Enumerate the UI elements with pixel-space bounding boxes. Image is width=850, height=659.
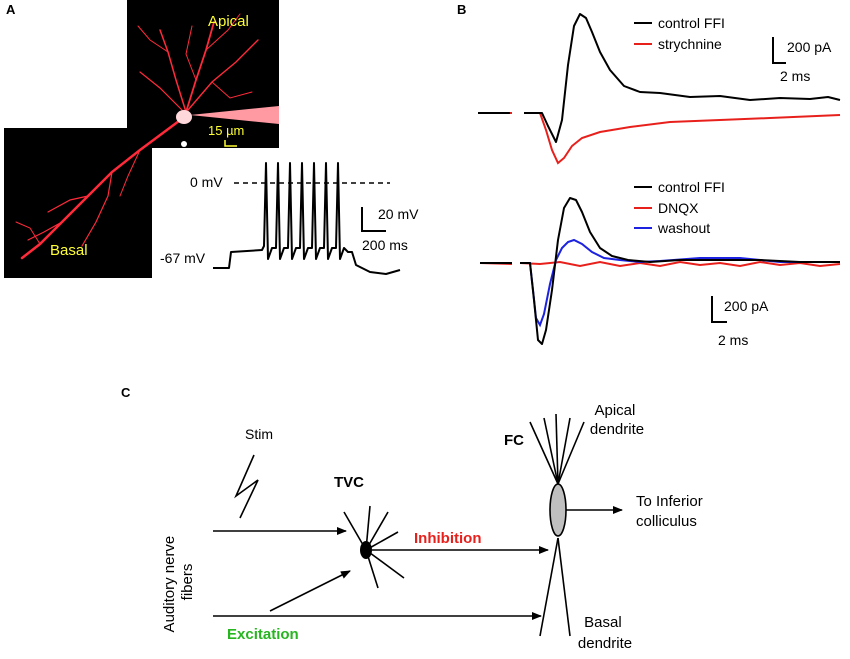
apical-branch (139, 71, 185, 113)
target-line2: colliculus (636, 513, 697, 530)
control-ffi-trace-bottom (480, 197, 840, 345)
strychnine-trace (478, 112, 841, 165)
spike-scale-bar (361, 207, 386, 232)
legend-label-control-2: control FFI (658, 179, 725, 195)
scale-bar-top (772, 37, 786, 64)
apical-branch (137, 25, 169, 53)
basal-branch (47, 195, 89, 213)
tvc-dendrites (343, 505, 405, 589)
scale-bar-bottom (711, 296, 727, 323)
basal-branch (15, 221, 41, 245)
micrograph-apical-frame (127, 0, 279, 148)
scale-time-top: 2 ms (780, 68, 810, 84)
excitation-to-tvc-arrow (269, 570, 351, 612)
micrograph-scale-bar (224, 140, 237, 147)
neuron-micrograph: Apical Basal 15 µm (4, 0, 279, 278)
apical-label: Apical (208, 13, 249, 30)
apical-dendrite-label: Apical dendrite (590, 402, 644, 438)
washout-trace (480, 238, 840, 328)
input-label-line2: fibers (179, 564, 196, 601)
rest-mv-label: -67 mV (160, 250, 206, 266)
basal-label: Basal (50, 242, 88, 259)
recording-pipette (190, 106, 279, 124)
legend-label-washout: washout (657, 220, 710, 236)
inhibition-label: Inhibition (414, 530, 481, 547)
control-ffi-trace-top (478, 13, 841, 143)
fc-apical-dendrites (529, 413, 585, 485)
basal-branch (27, 221, 63, 241)
apical-branch (187, 39, 259, 111)
spike-scale-v-label: 20 mV (378, 206, 419, 222)
stimulus-bolt-icon (234, 454, 259, 519)
basal-branch (119, 149, 141, 197)
scale-current-bottom: 200 pA (724, 298, 769, 314)
apical-branch (205, 13, 241, 51)
tvc-soma (360, 541, 372, 559)
tvc-label: TVC (334, 474, 364, 491)
input-label-line1: Auditory nerve (161, 536, 178, 633)
membrane-potential-trace (213, 162, 401, 275)
circuit-diagram: Stim Auditory nerve fibers TVC Inhibitio… (161, 402, 707, 652)
apical-dendrite-line1: Apical (594, 402, 635, 419)
panel-c-label: C (121, 385, 131, 400)
ffi-strychnine-plot: control FFI strychnine 200 pA 2 ms (478, 13, 841, 165)
spike-scale-t-label: 200 ms (362, 237, 408, 253)
stim-label: Stim (245, 426, 273, 442)
basal-dendrite-line2: dendrite (578, 635, 632, 652)
target-line1: To Inferior (636, 493, 703, 510)
excitation-label: Excitation (227, 626, 299, 643)
soma (176, 110, 192, 124)
target-label: To Inferior colliculus (636, 493, 707, 530)
scale-time-bottom: 2 ms (718, 332, 748, 348)
apical-branch (159, 29, 187, 113)
legend-label-dnqx: DNQX (658, 200, 699, 216)
legend-label-control: control FFI (658, 15, 725, 31)
fc-basal-dendrites (539, 537, 571, 637)
fc-label: FC (504, 432, 524, 449)
spike-trace: 0 mV -67 mV 20 mV 200 ms (160, 162, 419, 275)
apical-dendrite-line2: dendrite (590, 421, 644, 438)
cell-body-dot (181, 141, 187, 147)
panel-b-label: B (457, 2, 466, 17)
zero-mv-label: 0 mV (190, 174, 223, 190)
basal-dendrite-line1: Basal (584, 614, 622, 631)
apical-branch (185, 21, 215, 113)
panel-a-label: A (6, 2, 16, 17)
micrograph-scale-label: 15 µm (208, 123, 244, 138)
apical-branch (211, 81, 253, 99)
input-label: Auditory nerve fibers (161, 532, 196, 633)
ffi-dnqx-plot: control FFI DNQX washout 200 pA 2 ms (479, 179, 841, 348)
fc-soma (549, 483, 567, 537)
neuron-cell (15, 13, 279, 260)
scale-current-top: 200 pA (787, 39, 832, 55)
legend-label-strychnine: strychnine (658, 36, 722, 52)
apical-branch (185, 25, 197, 81)
basal-dendrite-label: Basal dendrite (578, 614, 632, 652)
basal-branch (81, 171, 113, 247)
